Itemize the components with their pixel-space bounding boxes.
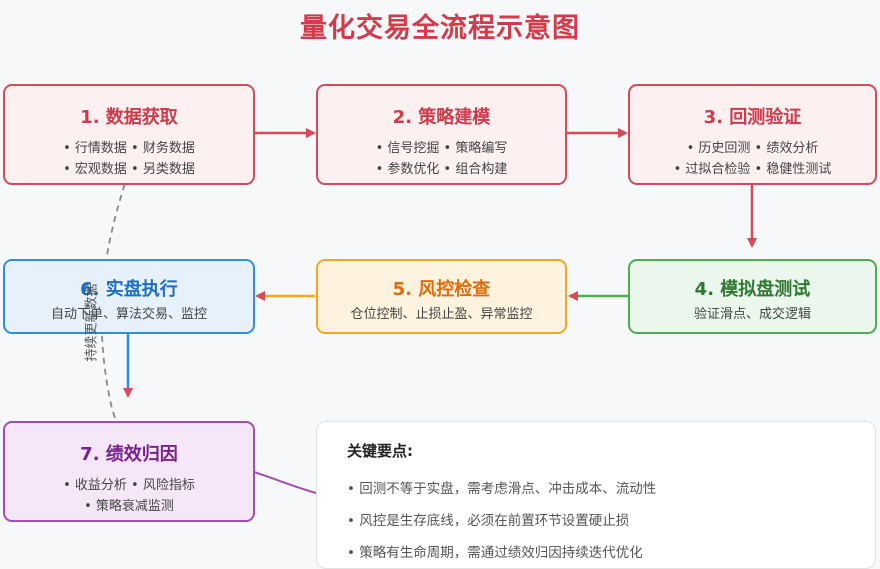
key-point-item: • 回测不等于实盘，需考虑滑点、冲击成本、流动性 [347, 481, 657, 497]
step-2-strategy-modeling: 2. 策略建模 • 信号挖掘 • 策略编写 • 参数优化 • 组合构建 [316, 84, 567, 185]
step-5-risk-check: 5. 风控检查 仓位控制、止损止盈、异常监控 [316, 259, 567, 334]
step-5-line-1: 仓位控制、止损止盈、异常监控 [350, 307, 533, 322]
step-4-paper-trading: 4. 模拟盘测试 验证滑点、成交逻辑 [628, 259, 877, 334]
step-7-title: 7. 绩效归因 [80, 444, 178, 465]
key-points-panel: 关键要点: • 回测不等于实盘，需考虑滑点、冲击成本、流动性 • 风控是生存底线… [316, 421, 876, 569]
step-3-title: 3. 回测验证 [703, 107, 802, 128]
notes-connector [253, 471, 317, 494]
step-6-title: 6. 实盘执行 [80, 279, 178, 300]
page-title: 量化交易全流程示意图 [300, 13, 580, 44]
step-2-line-2: • 参数优化 • 组合构建 [375, 162, 508, 177]
step-4-title: 4. 模拟盘测试 [694, 279, 811, 300]
step-2-line-1: • 信号挖掘 • 策略编写 [375, 141, 508, 156]
key-points-heading: 关键要点: [347, 442, 413, 460]
step-4-line-1: 验证滑点、成交逻辑 [693, 307, 811, 322]
step-6-live-execution: 6. 实盘执行 自动下单、算法交易、监控 [3, 259, 255, 334]
step-2-title: 2. 策略建模 [392, 107, 491, 128]
step-1-title: 1. 数据获取 [80, 107, 178, 128]
step-1-line-1: • 行情数据 • 财务数据 [63, 141, 195, 156]
step-3-backtest-validation: 3. 回测验证 • 历史回测 • 绩效分析 • 过拟合检验 • 稳健性测试 [628, 84, 877, 185]
key-point-item: • 风控是生存底线，必须在前置环节设置硬止损 [347, 513, 630, 529]
key-point-item: • 策略有生命周期，需通过绩效归因持续迭代优化 [347, 545, 643, 561]
step-6-line-1: 自动下单、算法交易、监控 [50, 307, 207, 322]
step-3-line-2: • 过拟合检验 • 稳健性测试 [673, 162, 832, 177]
step-3-line-1: • 历史回测 • 绩效分析 [686, 141, 819, 156]
step-7-line-2: • 策略衰减监测 [84, 499, 174, 514]
step-7-performance-attribution: 7. 绩效归因 • 收益分析 • 风险指标 • 策略衰减监测 [3, 421, 255, 522]
feedback-loop-label: 持续更新数据 [84, 283, 100, 362]
step-5-title: 5. 风控检查 [392, 279, 491, 300]
step-1-line-2: • 宏观数据 • 另类数据 [63, 162, 195, 177]
step-1-data-acquisition: 1. 数据获取 • 行情数据 • 财务数据 • 宏观数据 • 另类数据 [3, 84, 255, 185]
step-7-line-1: • 收益分析 • 风险指标 [63, 478, 195, 493]
